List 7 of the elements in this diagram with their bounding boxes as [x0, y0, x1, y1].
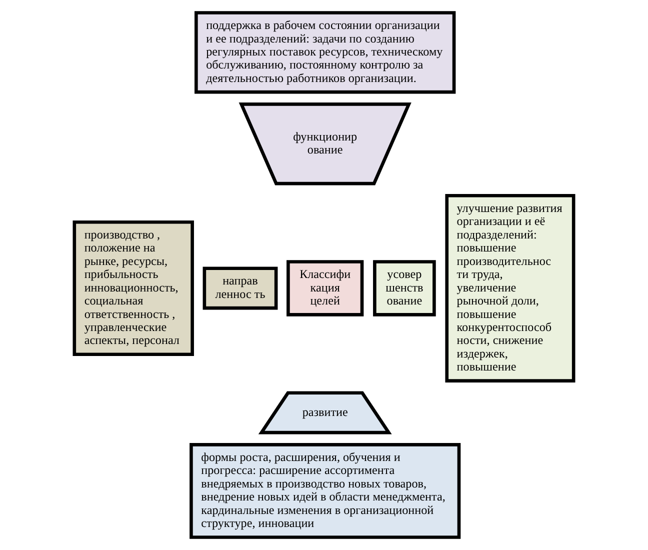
node-box: усовер шенств ование [373, 260, 436, 316]
node-box: направ леннос ть [202, 266, 278, 310]
node-box: улучшение развития организации и её подразделений: повышение производительнос ти труда, увеличение рыночной доли, повышение конкурентоспособ ности, снижение издержек, повышение [445, 194, 576, 382]
node-box: поддержка в рабочем состоянии организации и ее подразделений: задачи по созданию регулярных поставок ресурсов, техническому обслуживанию, постоянному контролю за деятельностью работников организации. [194, 11, 456, 94]
node-box: Классифи кация целей [286, 260, 364, 316]
node-box: производство , положение на рынке, ресурсы, прибыльность инновационность, социальная ответственность , управленческие аспекты, персонал [72, 220, 194, 356]
node-box: формы роста, расширения, обучения и прогресса: расширение ассортимента внедряемых в производство новых товаров, внедрение новых идей в области менеджмента, кардинальные изменения в организационной структуре, инновации [190, 443, 461, 539]
